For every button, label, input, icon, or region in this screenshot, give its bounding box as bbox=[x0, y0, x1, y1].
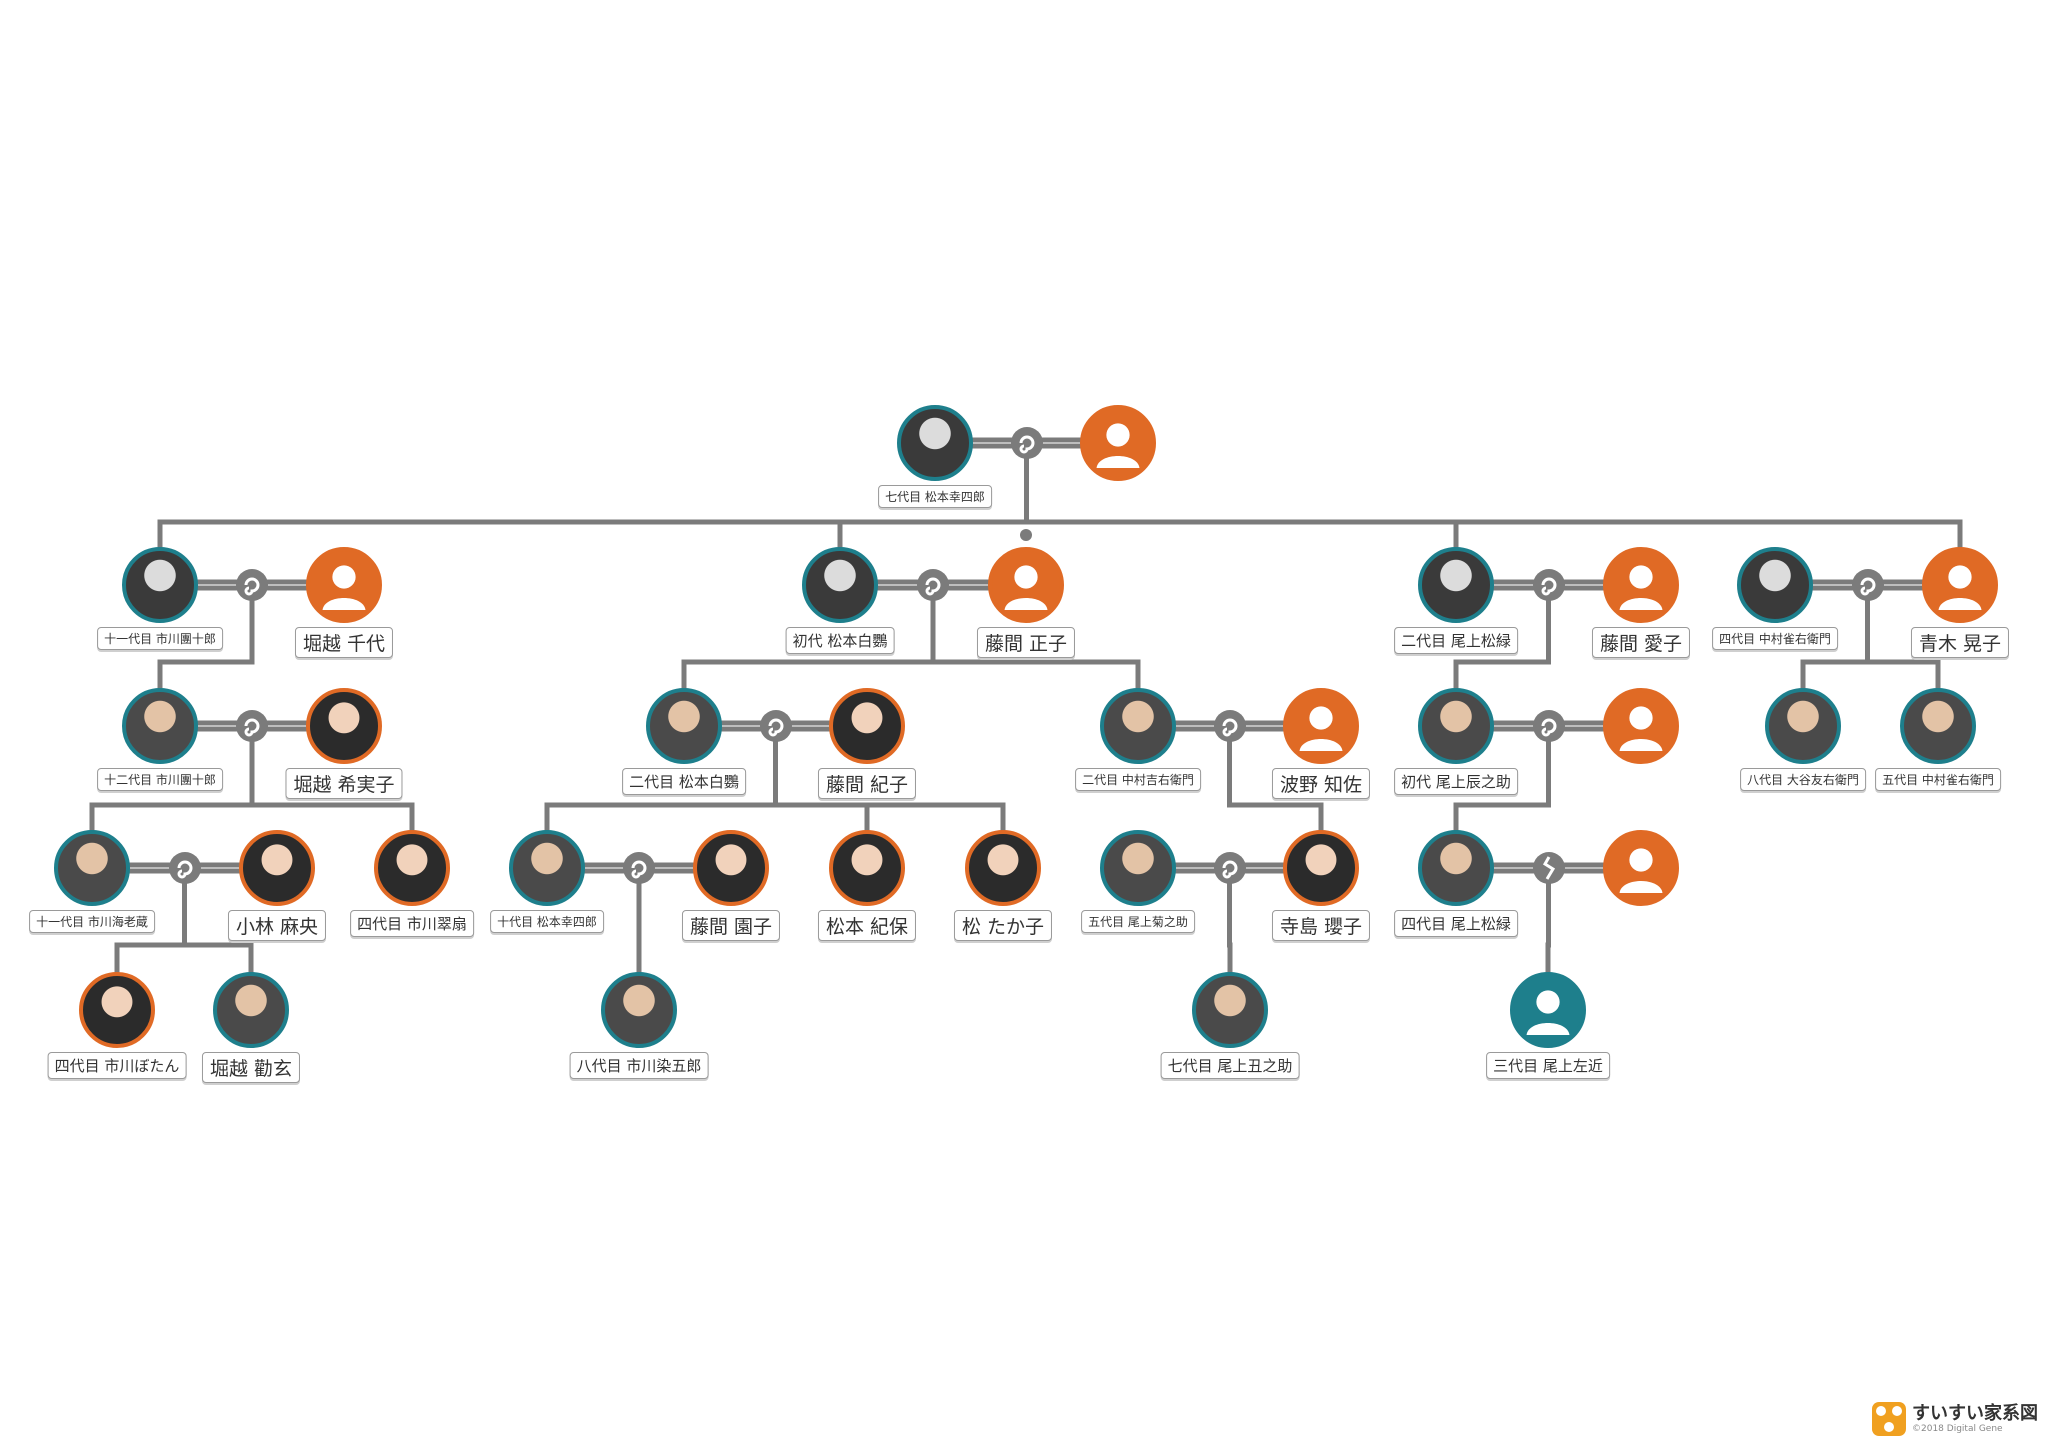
person-portrait[interactable] bbox=[897, 405, 973, 481]
person-portrait[interactable] bbox=[802, 547, 878, 623]
person-portrait[interactable] bbox=[54, 830, 130, 906]
avatar-placeholder-icon[interactable] bbox=[306, 547, 382, 623]
person-portrait[interactable] bbox=[239, 830, 315, 906]
person-name-label: 十代目 松本幸四郎 bbox=[490, 910, 604, 933]
person-portrait[interactable] bbox=[829, 688, 905, 764]
person-portrait[interactable] bbox=[1100, 688, 1176, 764]
person-name-label: 十一代目 市川海老蔵 bbox=[29, 910, 155, 933]
person-name-label: 四代目 市川翠扇 bbox=[350, 910, 474, 937]
person-portrait[interactable] bbox=[1418, 547, 1494, 623]
person-name-label: 四代目 尾上松緑 bbox=[1394, 910, 1518, 937]
person-name-label: 藤間 正子 bbox=[976, 627, 1076, 658]
avatar-placeholder-icon[interactable] bbox=[1603, 688, 1679, 764]
person-portrait[interactable] bbox=[1900, 688, 1976, 764]
person-portrait[interactable] bbox=[693, 830, 769, 906]
person-portrait[interactable] bbox=[213, 972, 289, 1048]
person-portrait[interactable] bbox=[1192, 972, 1268, 1048]
brand-logo: すいすい家系図 ©2018 Digital Gene bbox=[1872, 1402, 2038, 1436]
avatar-placeholder-icon[interactable] bbox=[1080, 405, 1156, 481]
junction-dot bbox=[1020, 529, 1032, 541]
avatar-placeholder-icon[interactable] bbox=[1603, 830, 1679, 906]
marriage-knot-icon bbox=[1213, 852, 1246, 884]
person-name-label: 堀越 千代 bbox=[294, 627, 394, 658]
person-portrait[interactable] bbox=[1737, 547, 1813, 623]
person-name-label: 五代目 尾上菊之助 bbox=[1081, 910, 1195, 933]
marriage-knot-icon bbox=[759, 710, 792, 742]
person-name-label: 初代 尾上辰之助 bbox=[1394, 768, 1518, 795]
brand-logo-icon bbox=[1872, 1402, 1906, 1436]
person-name-label: 松 たか子 bbox=[953, 910, 1053, 941]
marriage-knot-icon bbox=[917, 569, 949, 601]
person-name-label: 十二代目 市川團十郎 bbox=[97, 768, 223, 791]
person-portrait[interactable] bbox=[965, 830, 1041, 906]
person-name-label: 四代目 中村雀右衛門 bbox=[1712, 627, 1838, 650]
person-portrait[interactable] bbox=[829, 830, 905, 906]
person-name-label: 寺島 瓔子 bbox=[1271, 910, 1371, 941]
person-name-label: 藤間 園子 bbox=[681, 910, 781, 941]
person-portrait[interactable] bbox=[646, 688, 722, 764]
person-portrait[interactable] bbox=[122, 688, 198, 764]
person-name-label: 八代目 市川染五郎 bbox=[569, 1052, 709, 1079]
person-name-label: 二代目 尾上松緑 bbox=[1394, 627, 1518, 654]
person-name-label: 二代目 松本白鸚 bbox=[622, 768, 746, 795]
avatar-placeholder-icon[interactable] bbox=[1510, 972, 1586, 1048]
person-name-label: 三代目 尾上左近 bbox=[1486, 1052, 1610, 1079]
person-portrait[interactable] bbox=[509, 830, 585, 906]
avatar-placeholder-icon[interactable] bbox=[1603, 547, 1679, 623]
person-portrait[interactable] bbox=[1418, 688, 1494, 764]
marriage-knot-icon bbox=[1532, 569, 1565, 601]
avatar-placeholder-icon[interactable] bbox=[1283, 688, 1359, 764]
person-name-label: 藤間 紀子 bbox=[817, 768, 917, 799]
marriage-knot-icon bbox=[1213, 710, 1246, 742]
brand-copyright: ©2018 Digital Gene bbox=[1912, 1424, 2003, 1434]
person-name-label: 松本 紀保 bbox=[817, 910, 917, 941]
person-portrait[interactable] bbox=[306, 688, 382, 764]
marriage-knot-icon bbox=[236, 569, 268, 601]
person-portrait[interactable] bbox=[79, 972, 155, 1048]
marriage-knot-icon bbox=[1851, 569, 1884, 601]
marriage-knot-icon bbox=[623, 852, 655, 884]
person-name-label: 八代目 大谷友右衛門 bbox=[1740, 768, 1866, 791]
person-name-label: 七代目 尾上丑之助 bbox=[1160, 1052, 1300, 1079]
person-name-label: 十一代目 市川團十郎 bbox=[97, 627, 223, 650]
marriage-knot-icon bbox=[1010, 427, 1043, 459]
person-portrait[interactable] bbox=[1100, 830, 1176, 906]
brand-title: すいすい家系図 bbox=[1912, 1403, 2038, 1424]
person-name-label: 七代目 松本幸四郎 bbox=[878, 485, 992, 508]
avatar-placeholder-icon[interactable] bbox=[988, 547, 1064, 623]
person-name-label: 五代目 中村雀右衛門 bbox=[1875, 768, 2001, 791]
person-name-label: 青木 晃子 bbox=[1910, 627, 2010, 658]
person-name-label: 小林 麻央 bbox=[227, 910, 327, 941]
person-portrait[interactable] bbox=[601, 972, 677, 1048]
person-portrait[interactable] bbox=[1765, 688, 1841, 764]
person-name-label: 初代 松本白鸚 bbox=[785, 627, 895, 654]
marriage-knot-icon bbox=[1532, 710, 1565, 742]
person-name-label: 堀越 勸玄 bbox=[201, 1052, 301, 1083]
person-name-label: 二代目 中村吉右衛門 bbox=[1075, 768, 1201, 791]
person-portrait[interactable] bbox=[122, 547, 198, 623]
person-portrait[interactable] bbox=[1418, 830, 1494, 906]
person-name-label: 堀越 希実子 bbox=[285, 768, 403, 799]
person-name-label: 藤間 愛子 bbox=[1591, 627, 1691, 658]
avatar-placeholder-icon[interactable] bbox=[1922, 547, 1998, 623]
marriage-knot-icon bbox=[168, 852, 201, 884]
person-name-label: 四代目 市川ぼたん bbox=[47, 1052, 187, 1079]
person-name-label: 波野 知佐 bbox=[1271, 768, 1371, 799]
person-portrait[interactable] bbox=[1283, 830, 1359, 906]
marriage-knot-icon bbox=[236, 710, 268, 742]
person-portrait[interactable] bbox=[374, 830, 450, 906]
divorce-icon bbox=[1532, 852, 1565, 884]
